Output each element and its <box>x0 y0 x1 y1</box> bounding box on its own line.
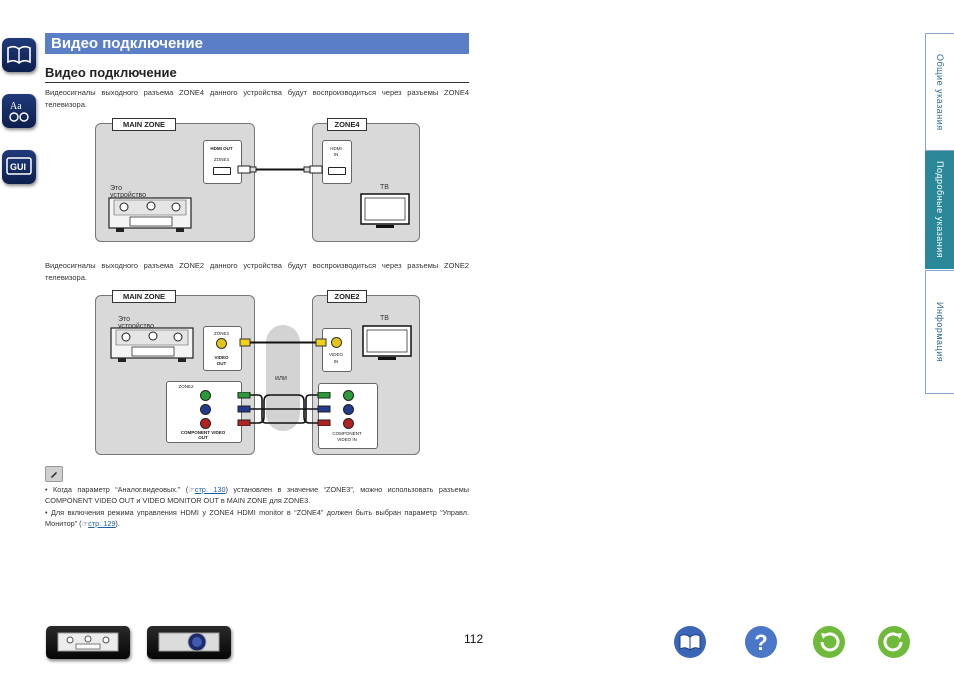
component-out-red-jack <box>200 418 211 429</box>
tv-icon <box>360 193 410 228</box>
video-out-label-1: VIDEO <box>214 355 229 360</box>
contents-book-button[interactable] <box>673 625 707 659</box>
svg-text:?: ? <box>754 630 767 655</box>
note-1: • Когда параметр “Аналог.видеовых.” (☞ст… <box>45 484 469 506</box>
note-pencil-icon <box>45 466 63 482</box>
hdmi-in-port <box>322 140 352 184</box>
hdmi-cable-icon <box>237 165 323 174</box>
video-out-label-2: OUT <box>216 361 227 366</box>
paragraph-zone4: Видеосигналы выходного разъема ZONE4 дан… <box>45 88 469 109</box>
video-in-jack-icon <box>331 337 342 348</box>
or-label: или <box>275 375 287 382</box>
hdmi-out-socket-icon <box>213 167 231 175</box>
note-1-text-a: • Когда параметр “Аналог.видеовых.” ( <box>45 485 189 494</box>
receiver-icon <box>108 197 192 232</box>
hdmi-in-label-2: IN <box>333 152 339 157</box>
video-in-label-1: VIDEO <box>328 352 343 357</box>
tv-label: ТВ <box>380 184 389 191</box>
video-out-zone-label: ZONE2 <box>213 331 229 336</box>
index-icon[interactable]: Aa <box>2 94 36 128</box>
page-title: Видео подключение <box>45 33 469 54</box>
ref-icon: ☞ <box>188 485 195 494</box>
gui-icon[interactable]: GUI <box>2 150 36 184</box>
main-zone-label-2: MAIN ZONE <box>112 290 176 303</box>
component-in-label-2: VIDEO IN <box>337 437 357 442</box>
forward-button[interactable] <box>877 625 911 659</box>
video-out-jack-icon <box>216 338 227 349</box>
note-1-text-b: ) установлен в значение “ZONE3”, можно и… <box>45 485 469 505</box>
section-title: Видео подключение <box>45 65 469 83</box>
note-2-text-a: • Для включения режима управления HDMI у… <box>45 508 469 528</box>
note-2-text-b: ). <box>115 519 120 528</box>
help-button[interactable]: ? <box>744 625 778 659</box>
tab-general-label: Общие указания <box>935 53 945 131</box>
contents-icon[interactable] <box>2 38 36 72</box>
hdmi-in-socket-icon <box>328 167 346 175</box>
tab-detailed[interactable]: Подробные указания <box>925 151 954 269</box>
note-2: • Для включения режима управления HDMI у… <box>45 507 469 529</box>
component-out-green-jack <box>200 390 211 401</box>
receiver-icon-2 <box>110 327 194 362</box>
svg-text:Aa: Aa <box>10 101 22 112</box>
video-in-port <box>322 328 352 372</box>
component-out-label-1: COMPONENT VIDEO <box>180 430 226 435</box>
back-button[interactable] <box>812 625 846 659</box>
tv-label-2: ТВ <box>380 315 389 322</box>
video-cable-icon <box>239 338 327 347</box>
hdmi-out-port <box>203 140 242 184</box>
component-out-zone-label: ZONE2 <box>178 384 194 389</box>
tab-information-label: Информация <box>935 301 945 363</box>
component-out-label-2: OUT <box>198 435 208 440</box>
component-in-blue-jack <box>343 404 354 415</box>
main-zone-label: MAIN ZONE <box>112 118 176 131</box>
link-page-129[interactable]: стр. 129 <box>88 519 116 528</box>
paragraph-zone2: Видеосигналы выходного разъема ZONE2 дан… <box>45 261 469 282</box>
tab-information[interactable]: Информация <box>925 270 954 394</box>
tab-detailed-label: Подробные указания <box>935 161 945 259</box>
page-number: 112 <box>464 632 484 646</box>
component-in-label-1: COMPONENT <box>332 431 362 436</box>
device-label: Это устройство <box>110 185 147 199</box>
video-in-label-2: IN <box>333 359 339 364</box>
svg-text:GUI: GUI <box>10 162 26 172</box>
hdmi-in-label-1: HDMI <box>330 146 342 151</box>
front-panel-button[interactable] <box>46 626 130 659</box>
tv-icon-2 <box>362 325 412 360</box>
zone2-label: ZONE2 <box>327 290 367 303</box>
component-cable-icon <box>237 392 331 426</box>
zone4-label: ZONE4 <box>327 118 367 131</box>
component-in-green-jack <box>343 390 354 401</box>
link-page-130[interactable]: стр. 130 <box>194 485 226 494</box>
component-in-red-jack <box>343 418 354 429</box>
hdmi-zone4-label: ZONE4 <box>213 157 229 162</box>
rear-panel-button[interactable] <box>147 626 231 659</box>
ref-icon-2: ☞ <box>81 519 89 528</box>
component-out-blue-jack <box>200 404 211 415</box>
hdmi-out-label: HDMI OUT <box>210 146 233 151</box>
tab-general[interactable]: Общие указания <box>925 33 954 151</box>
device-label-2: Это устройство <box>118 316 155 330</box>
